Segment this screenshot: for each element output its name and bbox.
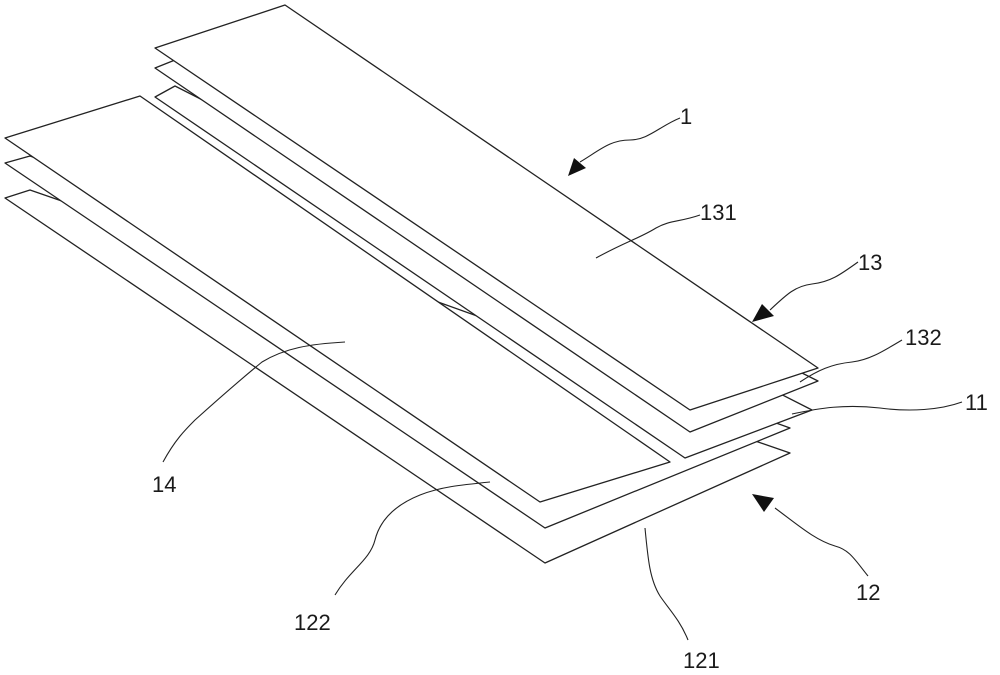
label-122: 122 <box>294 610 331 635</box>
leader-131 <box>595 214 701 259</box>
leader-1 <box>579 117 681 163</box>
label-121: 121 <box>683 648 720 673</box>
label-11: 11 <box>965 390 988 415</box>
label-14: 14 <box>152 472 176 497</box>
label-132: 132 <box>905 325 942 350</box>
label-13: 13 <box>858 250 882 275</box>
leader-14 <box>162 341 346 463</box>
layer-14-sheet <box>4 95 671 503</box>
layer-131-sheet <box>154 4 819 411</box>
arrowhead-12 <box>752 494 774 512</box>
leader-132 <box>799 339 903 383</box>
leader-13 <box>769 261 859 311</box>
label-1: 1 <box>680 104 692 129</box>
leader-11 <box>791 401 963 415</box>
arrowhead-1 <box>568 158 586 176</box>
leader-122 <box>334 481 491 596</box>
leader-12 <box>774 507 869 577</box>
label-12: 12 <box>856 580 880 605</box>
leader-121 <box>644 527 689 641</box>
arrowhead-13 <box>752 304 774 322</box>
label-131: 131 <box>700 200 737 225</box>
